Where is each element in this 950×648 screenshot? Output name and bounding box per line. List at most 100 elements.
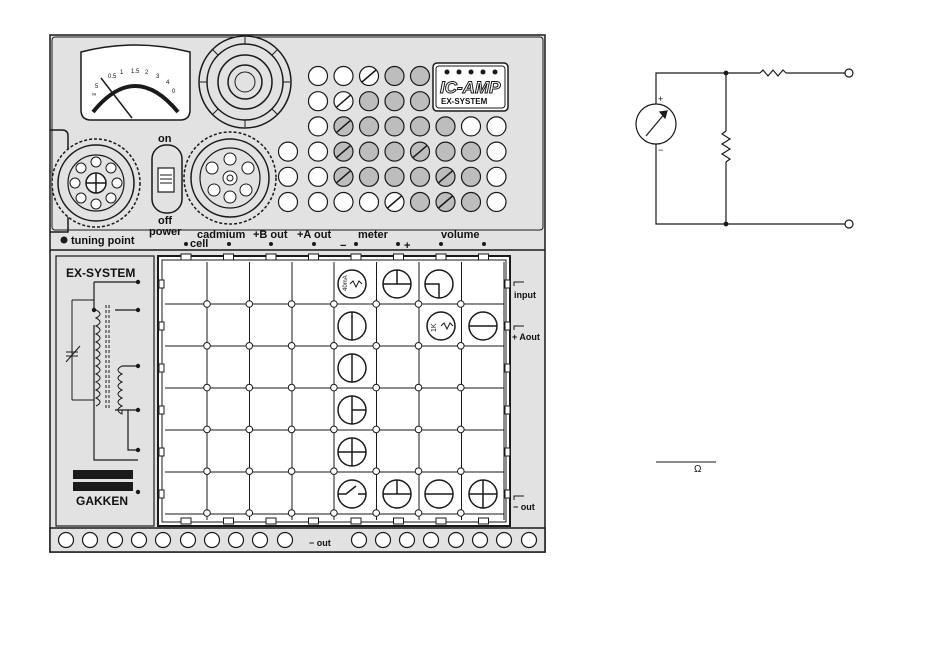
circuit-schematic — [636, 69, 853, 228]
tuning-point-dot — [61, 237, 68, 244]
panel-hole — [436, 117, 455, 136]
coil-section: EX-SYSTEM GAKKEN — [56, 256, 154, 526]
panel-hole — [462, 167, 481, 186]
ex-system-label: EX-SYSTEM — [66, 266, 135, 280]
breadboard-hole — [288, 426, 295, 433]
breadboard-hole — [373, 301, 380, 308]
terminal-tab — [159, 280, 164, 288]
module-tjunction — [338, 396, 366, 424]
terminal-tab — [436, 518, 446, 524]
breadboard-hole — [458, 343, 465, 350]
terminal-tab — [505, 280, 510, 288]
series-resistor — [760, 70, 786, 76]
terminal-tab — [394, 518, 404, 524]
module-wire-3 — [338, 354, 366, 382]
panel-hole — [309, 193, 328, 212]
breadboard-hole — [458, 468, 465, 475]
breadboard-hole — [331, 510, 338, 517]
bottom-hole — [108, 533, 123, 548]
label-cell: cell — [190, 238, 208, 250]
label-input: input — [514, 290, 536, 300]
bottom-hole — [156, 533, 171, 548]
panel-hole — [360, 117, 379, 136]
module-wire-1 — [338, 312, 366, 340]
breadboard-hole — [331, 426, 338, 433]
module-cross — [338, 438, 366, 466]
panel-hole — [309, 167, 328, 186]
terminal-tab — [309, 518, 319, 524]
breadboard-hole — [288, 301, 295, 308]
terminal-tab — [159, 364, 164, 372]
power-on-label: on — [158, 133, 172, 145]
bottom-hole — [522, 533, 537, 548]
breadboard-hole — [415, 301, 422, 308]
panel-hole — [462, 193, 481, 212]
breadboard-hole — [246, 343, 253, 350]
panel-hole — [360, 193, 379, 212]
breadboard-hole — [288, 510, 295, 517]
tuning-point-label: tuning point — [71, 235, 135, 247]
breadboard-hole — [373, 426, 380, 433]
module-switch-b — [425, 270, 453, 298]
bottom-hole — [229, 533, 244, 548]
meter-plus-sign: + — [658, 94, 663, 104]
panel-hole — [411, 92, 430, 111]
breadboard-hole — [415, 426, 422, 433]
terminal-tab — [505, 406, 510, 414]
logo-line-2: EX-SYSTEM — [441, 97, 488, 106]
bottom-hole — [376, 533, 391, 548]
module-resistor-1k: 1K — [427, 312, 455, 340]
breadboard-hole — [458, 301, 465, 308]
terminal-top — [845, 69, 853, 77]
breadboard-hole — [204, 426, 211, 433]
terminal-tab — [159, 322, 164, 330]
speaker — [199, 36, 291, 128]
panel-hole — [279, 167, 298, 186]
panel-hole — [411, 193, 430, 212]
panel-hole — [385, 92, 404, 111]
tuning-knob[interactable] — [52, 139, 140, 227]
bottom-hole — [278, 533, 293, 548]
gakken-label: GAKKEN — [76, 494, 128, 508]
breadboard-hole — [204, 468, 211, 475]
bottom-hole — [253, 533, 268, 548]
logo-line-1: IC-AMP — [440, 78, 501, 97]
bottom-hole — [497, 533, 512, 548]
bottom-hole — [181, 533, 196, 548]
panel-hole — [385, 142, 404, 161]
volume-knob[interactable] — [184, 132, 276, 224]
breadboard-hole — [246, 468, 253, 475]
bottom-hole — [449, 533, 464, 548]
bottom-hole — [132, 533, 147, 548]
panel-hole — [411, 117, 430, 136]
breadboard-hole — [246, 426, 253, 433]
panel-hole — [385, 117, 404, 136]
module-wire-4 — [425, 480, 453, 508]
panel-hole — [385, 167, 404, 186]
bottom-hole — [352, 533, 367, 548]
panel-hole — [411, 67, 430, 86]
panel-hole — [487, 167, 506, 186]
breadboard-hole — [204, 510, 211, 517]
breadboard-hole — [288, 384, 295, 391]
breadboard-hole — [415, 468, 422, 475]
breadboard-hole — [373, 384, 380, 391]
breadboard-hole — [373, 468, 380, 475]
breadboard-hole — [415, 384, 422, 391]
bottom-strip — [50, 528, 545, 552]
terminal-tab — [394, 254, 404, 260]
panel-hole — [309, 92, 328, 111]
label-b-out: +B out — [253, 229, 288, 241]
terminal-bottom — [845, 220, 853, 228]
breadboard-hole — [458, 426, 465, 433]
label-meter: meter — [358, 229, 389, 241]
breadboard-hole — [204, 384, 211, 391]
terminal-tab — [181, 254, 191, 260]
breadboard-hole — [373, 510, 380, 517]
bottom-wire — [656, 144, 845, 224]
bottom-hole — [400, 533, 415, 548]
breadboard-hole — [331, 301, 338, 308]
meter-scale-0: ∞ — [92, 92, 96, 98]
breadboard-hole — [246, 384, 253, 391]
analog-meter: ∞ 5 0.5 1 1.5 2 3 4 0 — [81, 45, 190, 120]
